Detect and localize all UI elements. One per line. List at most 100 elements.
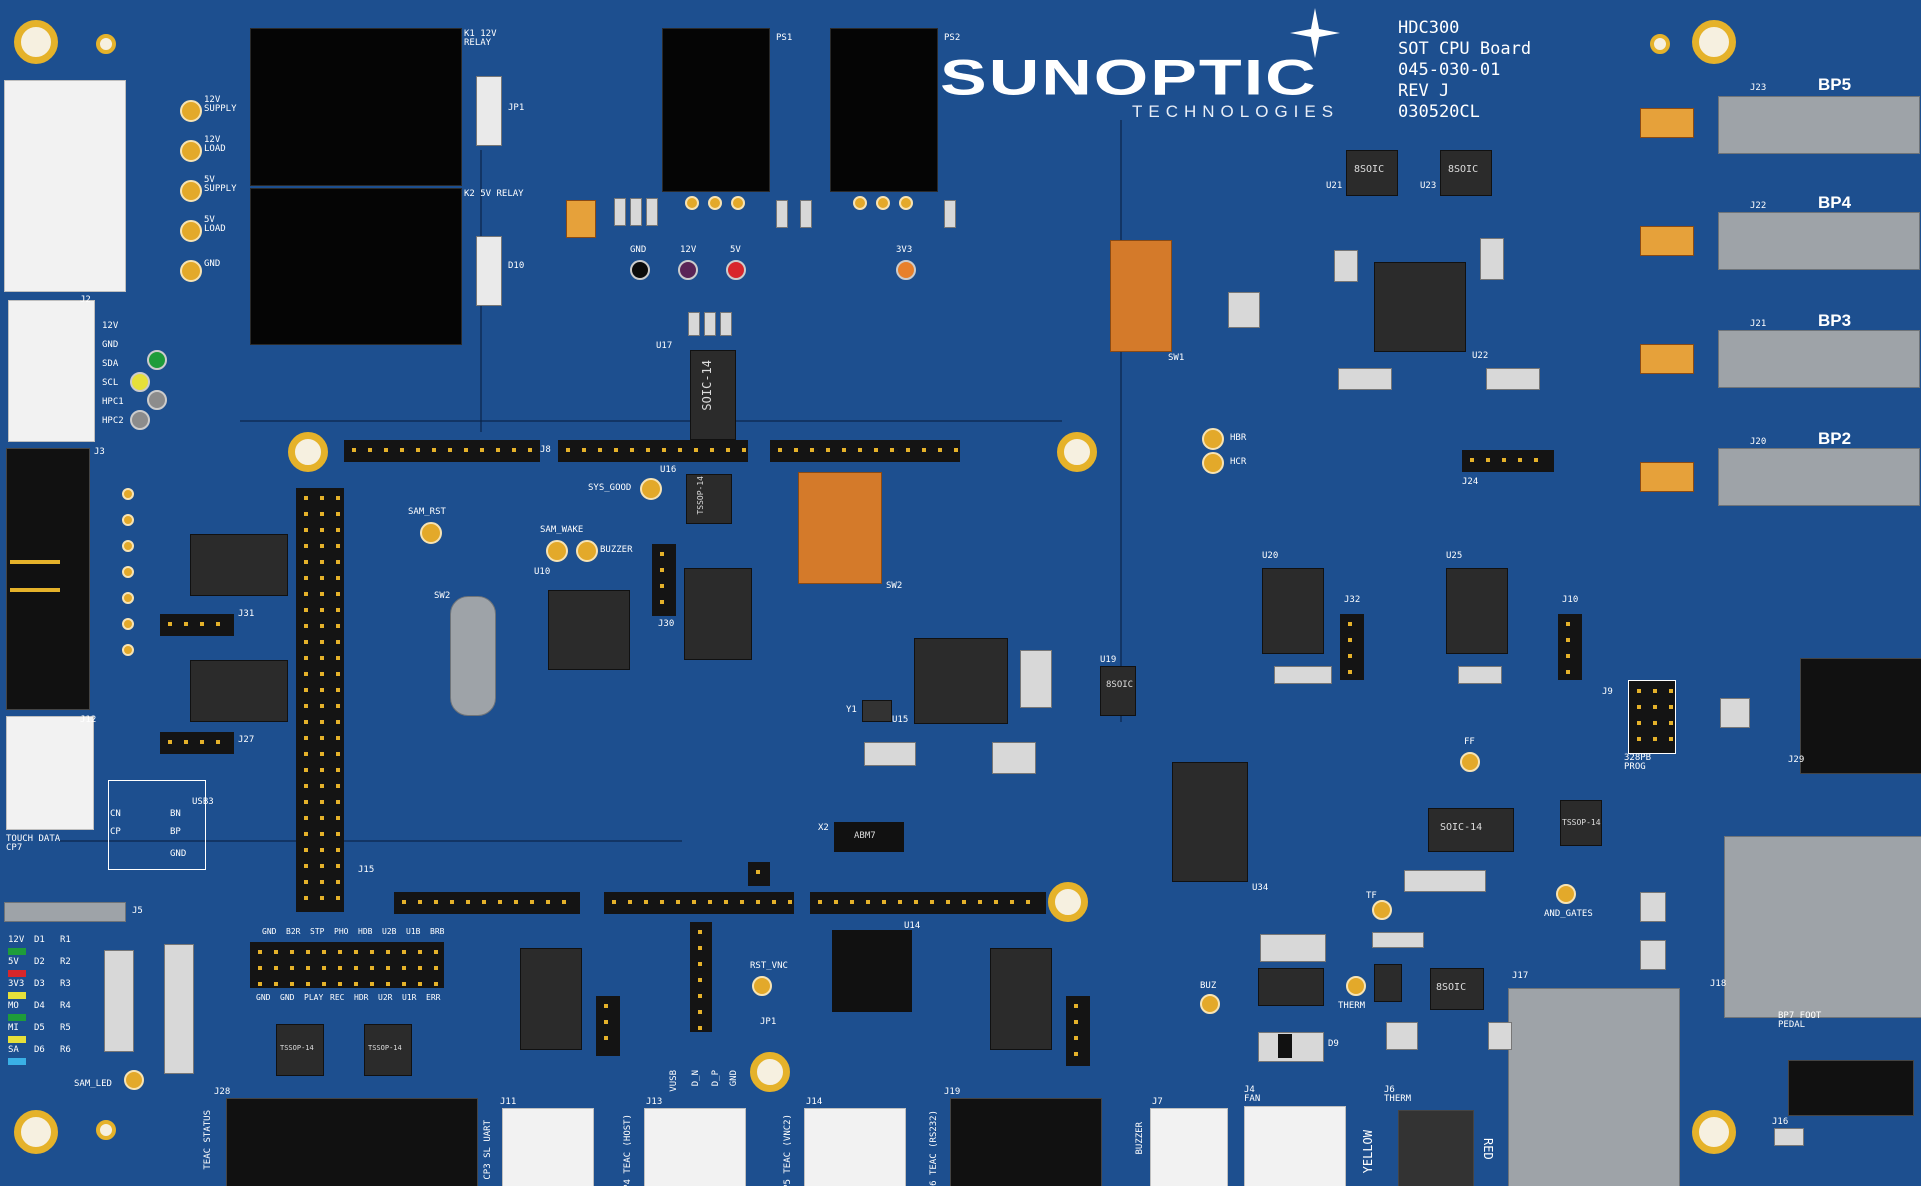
header-pin [336, 672, 340, 676]
label-j13-pin: VUSB [669, 1070, 679, 1092]
led-12v-status [8, 948, 26, 955]
header-pin [660, 568, 664, 572]
header-pin [320, 592, 324, 596]
header-pin [1566, 638, 1570, 642]
header-pin [434, 966, 438, 970]
header-pin [604, 1020, 608, 1024]
j8-top-label: B2R [286, 927, 301, 936]
mounting-hole [1048, 882, 1088, 922]
ferrite-array [1274, 666, 1332, 684]
header-pin [336, 864, 340, 868]
header-pin [304, 832, 308, 836]
ic-u22 [1374, 262, 1466, 352]
header-j25 [596, 996, 620, 1056]
header-pin [810, 448, 814, 452]
header-pin [528, 448, 532, 452]
refdes-j16: J16 [1772, 1117, 1789, 1127]
label-bp2: BP2 [1818, 429, 1852, 448]
header-pin [304, 544, 308, 548]
test-point-therm [1346, 976, 1366, 996]
solder-pad [180, 220, 202, 242]
header-pin [546, 900, 550, 904]
switch-sw1[interactable] [1110, 240, 1172, 352]
ic-label: 8SOIC [1448, 164, 1479, 175]
ic-u10 [548, 590, 630, 670]
solder-pad [180, 260, 202, 282]
j4-fan-connector [1244, 1106, 1346, 1186]
header-pin [336, 784, 340, 788]
header-pin [858, 448, 862, 452]
refdes-j32: J32 [1344, 595, 1361, 605]
header-pin [772, 900, 776, 904]
refdes-j24: J24 [1462, 477, 1479, 487]
label-sys-good: SYS_GOOD [588, 483, 632, 493]
header-j27 [160, 732, 234, 754]
solder-pad [180, 100, 202, 122]
header-pin [320, 688, 324, 692]
led-gray [130, 410, 150, 430]
led-3v3 [896, 260, 916, 280]
header-pin [386, 982, 390, 986]
header-pin [336, 560, 340, 564]
refdes-sw2: SW2 [886, 581, 903, 591]
refdes-u25: U25 [1446, 551, 1463, 561]
header-j8-status [250, 942, 444, 988]
header-j15-vertical [296, 488, 344, 912]
header-pin [200, 740, 204, 744]
j17-connector [1508, 988, 1680, 1186]
header-j31 [160, 614, 234, 636]
header-pin [386, 950, 390, 954]
resistor-r66 [1228, 292, 1260, 328]
solder-pad [180, 140, 202, 162]
refdes-j29: J29 [1788, 755, 1805, 765]
header-pin [1669, 705, 1673, 709]
solder-pad [122, 618, 134, 630]
diode-d9 [476, 76, 502, 146]
header-pin [304, 816, 308, 820]
label-buz: BUZ [1200, 981, 1217, 991]
led-col-label: R2 [60, 957, 71, 967]
header-pin [352, 448, 356, 452]
j8-bottom-label: ERR [426, 993, 441, 1002]
label-host: CP4 TEAC (HOST) [623, 1114, 633, 1186]
refdes-j14: J14 [806, 1097, 823, 1107]
switch-sw2[interactable] [798, 472, 882, 584]
resistor-array-r67 [1334, 250, 1358, 282]
header-pin [336, 528, 340, 532]
header-pin [304, 784, 308, 788]
led-col-label: D2 [34, 957, 45, 967]
header-pin [1010, 900, 1014, 904]
ic-u4 [1428, 808, 1514, 852]
header-pin [1502, 458, 1506, 462]
header-pin [336, 880, 340, 884]
capacitor [630, 198, 642, 226]
refdes-j8: J8 [540, 445, 551, 455]
label-rs232: BP6 TEAC (RS232) [929, 1110, 939, 1186]
refdes-j10: J10 [1562, 595, 1579, 605]
ic-u11 [520, 948, 582, 1050]
header-pin [694, 448, 698, 452]
resistor-array-left [164, 944, 194, 1074]
header-pin [1653, 705, 1657, 709]
header-pin [320, 816, 324, 820]
header-pin [434, 950, 438, 954]
header-pin [660, 900, 664, 904]
header-pin [644, 900, 648, 904]
capacitor [720, 312, 732, 336]
ic-label: TSSOP-14 [368, 1044, 402, 1052]
header-pin [1074, 1052, 1078, 1056]
led-col-label: 5V [8, 957, 19, 967]
label-ff: FF [1464, 737, 1475, 747]
led-col-label: D3 [34, 979, 45, 989]
ic-label: SOIC-14 [1440, 822, 1483, 833]
header-pin [1486, 458, 1490, 462]
sunoptic-logo-sub: TECHNOLOGIES [1132, 102, 1340, 121]
header-j15 [690, 922, 712, 1032]
ic-u30 [1374, 964, 1402, 1002]
star-logo-icon [1290, 8, 1340, 58]
header-pin [216, 622, 220, 626]
ic-label: 8SOIC [1106, 680, 1134, 690]
header-pin [402, 982, 406, 986]
refdes-j15: J15 [358, 865, 375, 875]
header-pin [320, 608, 324, 612]
